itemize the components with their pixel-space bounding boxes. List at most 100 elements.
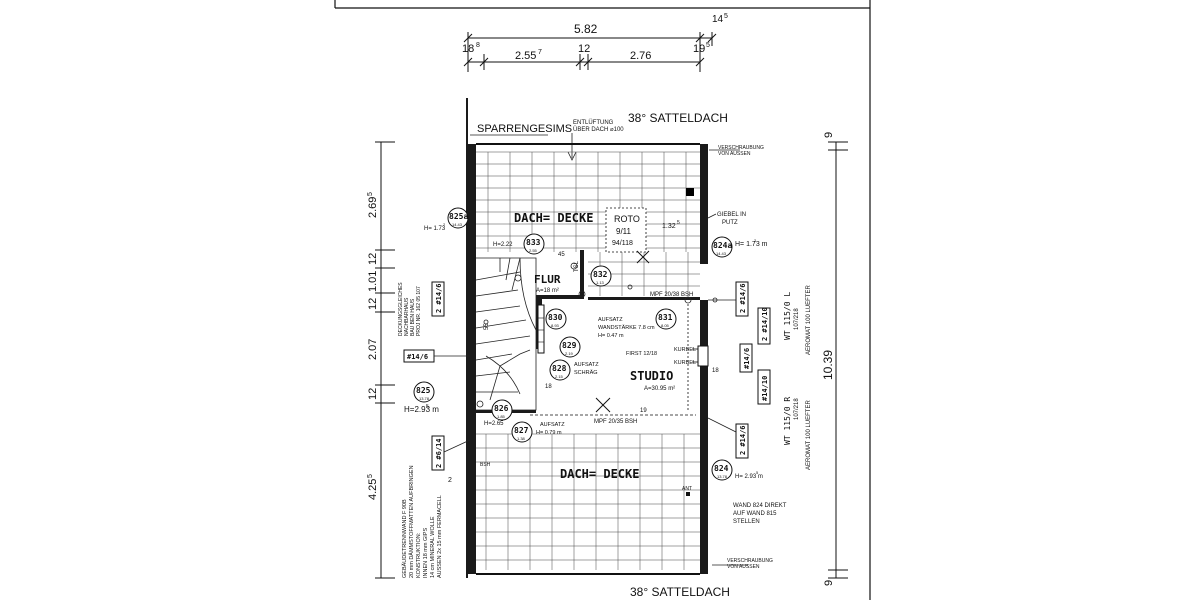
room-tag-827: 827 1.38 [511, 421, 533, 443]
construction-note: GEBÄUDETRENNWAND F 90B 20 mm DÄMMSTOFFMA… [401, 465, 443, 578]
svg-text:AUSSEN 2x 15 mm FERMACELL: AUSSEN 2x 15 mm FERMACELL [437, 495, 443, 578]
svg-text:2: 2 [443, 222, 446, 227]
svg-text:45: 45 [558, 252, 565, 258]
svg-text:ROTO: ROTO [614, 214, 640, 224]
right-dim-total: 10.39 [821, 350, 835, 380]
room-tag-824: 824 13.78 [711, 459, 733, 481]
svg-text:5: 5 [706, 42, 710, 49]
svg-text:2 #14/10: 2 #14/10 [761, 307, 769, 341]
aufsatz3-l2: H= 0.79 m [536, 430, 562, 436]
room-tag-832: 832 1.13 [590, 265, 612, 287]
svg-text:5: 5 [677, 220, 680, 226]
svg-text:2.19: 2.19 [565, 351, 574, 356]
svg-text:5: 5 [367, 192, 374, 196]
svg-text:5: 5 [756, 470, 759, 475]
staircase [475, 257, 537, 411]
left-dim-5: 2.07 [367, 339, 379, 360]
room-tag-824a: 824a 14.43 [711, 236, 733, 258]
first-label: FIRST 12/18 [626, 351, 657, 357]
room-tag-830: 830 8.93 [545, 308, 567, 330]
svg-text:9/11: 9/11 [616, 227, 632, 236]
room-flur-area: A=18 m² [536, 288, 559, 294]
top-right-dim: 19 [693, 43, 705, 55]
top-left-dim: 18 [462, 43, 474, 55]
roof-window-roto: ROTO 9/11 94/118 [605, 207, 647, 253]
wall-note-1: WAND 824 DIREKT [733, 503, 787, 509]
window-type-a: WT 115/0 L [783, 292, 792, 340]
room-tag-833: 833 2.55 [523, 233, 545, 255]
h-833: H=2.22 [493, 242, 513, 248]
wall-code-left-3: 2 #6/14 [431, 435, 445, 471]
room-studio: STUDIO [630, 369, 673, 383]
svg-text:8: 8 [476, 42, 480, 49]
svg-text:14.43: 14.43 [452, 222, 463, 227]
top-total-dim: 5.82 [574, 22, 598, 36]
roof-label-top: 38° SATTELDACH [628, 111, 728, 125]
svg-text:BSH: BSH [480, 462, 491, 468]
svg-text:PROJ NR. 162 05 107: PROJ NR. 162 05 107 [416, 286, 422, 336]
svg-text:2: 2 [448, 477, 452, 484]
wall-code-right-1: 2 #14/6 [735, 281, 749, 317]
svg-text:827: 827 [514, 426, 529, 435]
svg-text:2.55: 2.55 [529, 248, 538, 253]
right-dimension-chain: 9 10.39 9 [821, 132, 848, 586]
svg-text:INNEN 18 mm GIPS: INNEN 18 mm GIPS [423, 528, 429, 578]
aufsatz1-l1: AUFSATZ [598, 317, 623, 323]
top-dimension-chain: 5.82 14 5 18 8 2.55 7 12 2.76 19 5 [462, 13, 728, 72]
h-824a: H= 1.73 m [735, 241, 768, 248]
room-tag-826: 826 1.85 [491, 399, 513, 421]
right-dim-top: 9 [823, 132, 835, 138]
svg-text:2 #6/14: 2 #6/14 [435, 438, 443, 468]
h-825: H=2.93 m [404, 405, 439, 414]
roto-dim: 1.32 [662, 223, 676, 230]
clamp-note-bottom-2: VON AUSSEN [727, 564, 760, 570]
aufsatz1-l2: WANDSTÄRKE 7.8 cm [598, 324, 655, 331]
svg-text:NACHBARHAUS: NACHBARHAUS [404, 297, 410, 336]
svg-text:832: 832 [593, 270, 608, 279]
mpf-top: MPF 20/38 BSH [650, 292, 693, 298]
h-824: H= 2.93 m [735, 474, 763, 480]
clamp-note-bottom-1: VERSCHRAUBUNG [727, 558, 773, 564]
decking-note: DECKUNGSGLEICHES NACHBARHAUS BAU BEN HAU… [398, 282, 422, 336]
wall-code-right-5: 2 #14/6 [735, 423, 749, 459]
svg-text:18: 18 [712, 368, 719, 374]
aeromat-b: AEROMAT 100 LUEFTER [806, 400, 812, 470]
svg-text:1.85: 1.85 [497, 414, 506, 419]
ceiling-label-top: DACH= DECKE [514, 211, 593, 225]
svg-text:19: 19 [640, 408, 647, 414]
svg-text:1.13: 1.13 [596, 280, 605, 285]
svg-text:826: 826 [494, 404, 509, 413]
svg-text:7: 7 [538, 49, 542, 56]
left-dimension-chain: 2.69 5 12 1.01 12 2.07 12 4.25 5 [367, 141, 395, 579]
svg-text:94/118: 94/118 [612, 240, 633, 247]
kurbel-2: KURBEL [674, 360, 696, 366]
gable-note-1: GIEBEL IN [717, 212, 746, 218]
vent-label-1: ENTLÜFTUNG [573, 119, 614, 126]
top-seg1-dim: 2.55 [515, 50, 536, 62]
svg-text:BAU BEN HAUS: BAU BEN HAUS [410, 298, 416, 336]
wall-code-right-3: #14/6 [739, 343, 753, 373]
svg-text:DECKUNGSGLEICHES: DECKUNGSGLEICHES [398, 282, 404, 336]
room-tag-825a: 825a 14.43 [447, 207, 469, 229]
svg-text:824a: 824a [713, 241, 732, 250]
top-mid-dim: 12 [578, 43, 590, 55]
kurbel-1: KURBEL [674, 347, 696, 353]
svg-text:8.93: 8.93 [551, 323, 560, 328]
svg-text:8.05: 8.05 [661, 323, 670, 328]
h-top-left: H= 1.73 [424, 226, 446, 232]
roof-label-bottom: 38° SATTELDACH [630, 585, 730, 599]
svg-text:107/218: 107/218 [794, 308, 800, 330]
top-seg2-dim: 2.76 [630, 50, 651, 62]
svg-text:107/218: 107/218 [794, 398, 800, 420]
svg-text:2 #14/6: 2 #14/6 [739, 425, 747, 455]
svg-text:825: 825 [416, 386, 431, 395]
aufsatz2-l1: AUFSATZ [574, 362, 599, 368]
svg-text:GEBÄUDETRENNWAND F 90B: GEBÄUDETRENNWAND F 90B [401, 499, 408, 578]
svg-text:5: 5 [367, 474, 374, 478]
left-dim-1: 2.69 [367, 197, 379, 218]
room-studio-area: A=30.95 m² [644, 386, 675, 392]
svg-text:833: 833 [526, 238, 541, 247]
svg-text:2: 2 [754, 238, 757, 243]
aufsatz2-l2: SCHRÄG [574, 369, 598, 376]
